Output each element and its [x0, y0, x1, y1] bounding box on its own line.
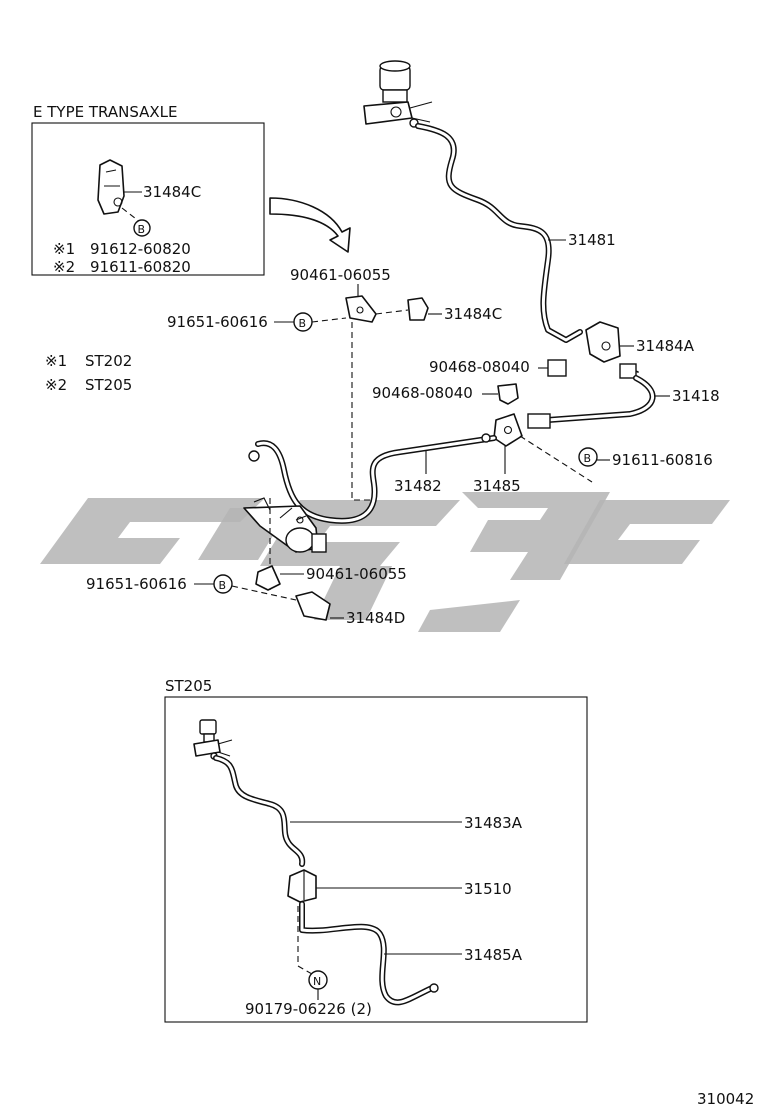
pipe-31481	[415, 123, 583, 343]
label-31418: 31418	[672, 387, 720, 405]
clip-90468-b	[497, 383, 519, 405]
label-90179: 90179-06226 (2)	[245, 1000, 372, 1018]
dash-91651-bottom	[231, 585, 297, 601]
dash-91651-top	[311, 317, 347, 323]
hose-31418	[527, 363, 656, 429]
master-cylinder-st205	[193, 719, 233, 760]
bolt-b-inset-symbol: B	[138, 223, 146, 236]
note1-number: 91612-60820	[90, 240, 191, 258]
bracket-31484d	[295, 591, 331, 621]
label-31485a: 31485A	[464, 946, 523, 964]
bolt-91651-bottom	[213, 574, 233, 594]
dash-31484c	[375, 309, 409, 315]
bolt-91611-symbol: B	[584, 452, 592, 465]
label-90461-top: 90461-06055	[290, 266, 391, 284]
dash-vertical-top	[351, 322, 370, 501]
legend-text-1: ST202	[85, 352, 132, 370]
inset-st205-title: ST205	[165, 677, 212, 695]
legend-text-2: ST205	[85, 376, 132, 394]
label-90468-a: 90468-08040	[429, 358, 530, 376]
bracket-31484c-inset	[97, 159, 125, 215]
label-91651-top: 91651-60616	[167, 313, 268, 331]
inset-e-type-frame	[31, 122, 265, 276]
bolt-91651-bottom-symbol: B	[219, 579, 227, 592]
dash-91611	[519, 435, 593, 483]
bracket-31484c	[407, 297, 429, 321]
clip-90461-top	[345, 295, 377, 323]
pipe-31485a	[299, 901, 439, 1006]
label-31484d: 31484D	[346, 609, 405, 627]
clip-90461-top-hole	[356, 306, 364, 314]
inset-e-type-transaxle: E TYPE TRANSAXLE 31484C B ※1 91612-60820…	[31, 103, 265, 276]
pipe-31482	[248, 433, 497, 524]
pipe-31483a	[213, 755, 306, 867]
clip-90468-a	[547, 359, 567, 377]
label-31484c: 31484C	[444, 305, 502, 323]
legend-mark-2: ※2	[45, 376, 67, 394]
clip-90461-bottom	[255, 565, 281, 591]
valve-31510	[287, 869, 317, 903]
figure-number: 310042	[697, 1090, 754, 1108]
note2-number: 91611-60820	[90, 258, 191, 276]
label-31482: 31482	[394, 477, 442, 495]
bolt-91611	[578, 447, 598, 467]
label-31484c-inset: 31484C	[143, 183, 201, 201]
clutch-master-cylinder	[363, 60, 433, 128]
label-91651-bottom: 91651-60616	[86, 575, 187, 593]
label-31484a: 31484A	[636, 337, 695, 355]
label-31510: 31510	[464, 880, 512, 898]
bracket-31484a	[585, 321, 621, 363]
nut-n-symbol: N	[313, 975, 321, 988]
note2-mark: ※2	[53, 258, 75, 276]
inset-st205-frame	[164, 696, 588, 1023]
legend-mark-1: ※1	[45, 352, 67, 370]
bracket-31485	[493, 413, 523, 447]
legend: ※1 ST202 ※2 ST205	[45, 352, 132, 394]
label-90468-b: 90468-08040	[372, 384, 473, 402]
label-31481: 31481	[568, 231, 616, 249]
bolt-91651-top-symbol: B	[299, 317, 307, 330]
inset-st205: ST205 31483A 31510 31485A	[164, 677, 588, 1023]
label-91611: 91611-60816	[612, 451, 713, 469]
label-31485: 31485	[473, 477, 521, 495]
release-cylinder	[243, 497, 327, 553]
bolt-b-inset	[133, 219, 151, 237]
inset-e-type-title: E TYPE TRANSAXLE	[33, 103, 178, 121]
inset-pointer-arrow	[269, 197, 351, 253]
dash-nut	[297, 906, 313, 975]
label-90461-bottom: 90461-06055	[306, 565, 407, 583]
leader-bolt-inset	[121, 207, 141, 223]
note1-mark: ※1	[53, 240, 75, 258]
label-31483a: 31483A	[464, 814, 523, 832]
